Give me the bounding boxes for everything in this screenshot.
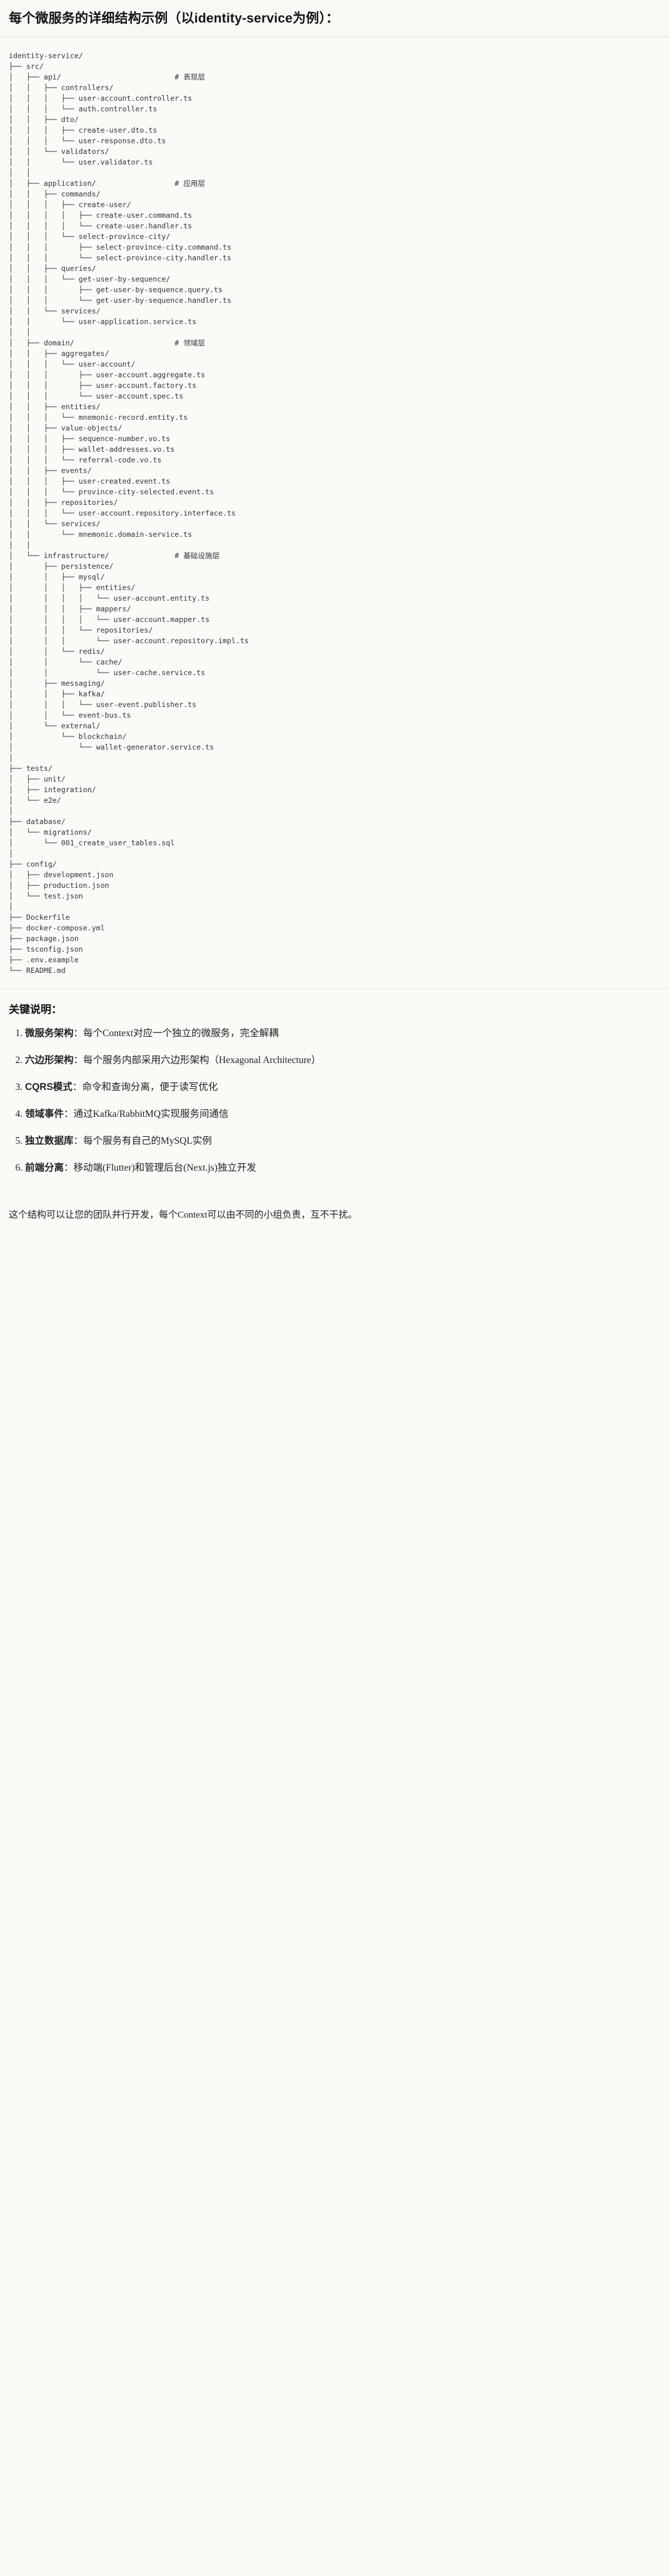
note-body: 通过Kafka/RabbitMQ实现服务间通信	[73, 1109, 229, 1120]
key-notes-section: 关键说明： 微服务架构：每个Context对应一个独立的微服务，完全解耦 六边形…	[0, 989, 669, 1194]
page-title: 每个微服务的详细结构示例（以identity-service为例）：	[9, 11, 340, 26]
note-body: 命令和查询分离，便于读写优化	[82, 1082, 218, 1093]
note-body: 每个服务有自己的MySQL实例	[83, 1136, 212, 1147]
note-separator: ：	[64, 1109, 74, 1120]
note-body: 每个Context对应一个独立的微服务，完全解耦	[83, 1028, 279, 1039]
note-term: 独立数据库	[25, 1136, 74, 1147]
key-notes-heading: 关键说明：	[9, 1004, 62, 1016]
closing-paragraph: 这个结构可以让您的团队并行开发，每个Context可以由不同的小组负责，互不干扰…	[9, 1210, 358, 1221]
code-block: identity-service/ ├── src/ │ ├── api/ # …	[0, 37, 669, 990]
note-term: 六边形架构	[25, 1055, 74, 1066]
note-separator: ：	[73, 1136, 84, 1147]
document-page: 每个微服务的详细结构示例（以identity-service为例）： ident…	[0, 0, 669, 1223]
note-separator: ：	[72, 1082, 83, 1093]
note-term: CQRS模式	[25, 1082, 73, 1093]
list-item: 六边形架构：每个服务内部采用六边形架构（Hexagonal Architectu…	[25, 1053, 660, 1068]
directory-tree: identity-service/ ├── src/ │ ├── api/ # …	[9, 51, 249, 975]
list-item: 前端分离：移动端(Flutter)和管理后台(Next.js)独立开发	[25, 1161, 660, 1176]
title-bar: 每个微服务的详细结构示例（以identity-service为例）：	[0, 0, 669, 38]
note-term: 前端分离	[25, 1163, 64, 1174]
note-term: 微服务架构	[25, 1028, 74, 1039]
key-notes-list: 微服务架构：每个Context对应一个独立的微服务，完全解耦 六边形架构：每个服…	[9, 1026, 660, 1176]
note-separator: ：	[73, 1028, 84, 1039]
list-item: 独立数据库：每个服务有自己的MySQL实例	[25, 1134, 660, 1149]
list-item: CQRS模式：命令和查询分离，便于读写优化	[25, 1080, 660, 1095]
note-separator: ：	[64, 1163, 74, 1174]
list-item: 微服务架构：每个Context对应一个独立的微服务，完全解耦	[25, 1026, 660, 1041]
note-separator: ：	[73, 1055, 84, 1066]
note-body: 每个服务内部采用六边形架构（Hexagonal Architecture）	[83, 1055, 321, 1066]
note-body: 移动端(Flutter)和管理后台(Next.js)独立开发	[73, 1163, 256, 1174]
note-term: 领域事件	[25, 1109, 64, 1120]
list-item: 领域事件：通过Kafka/RabbitMQ实现服务间通信	[25, 1107, 660, 1122]
